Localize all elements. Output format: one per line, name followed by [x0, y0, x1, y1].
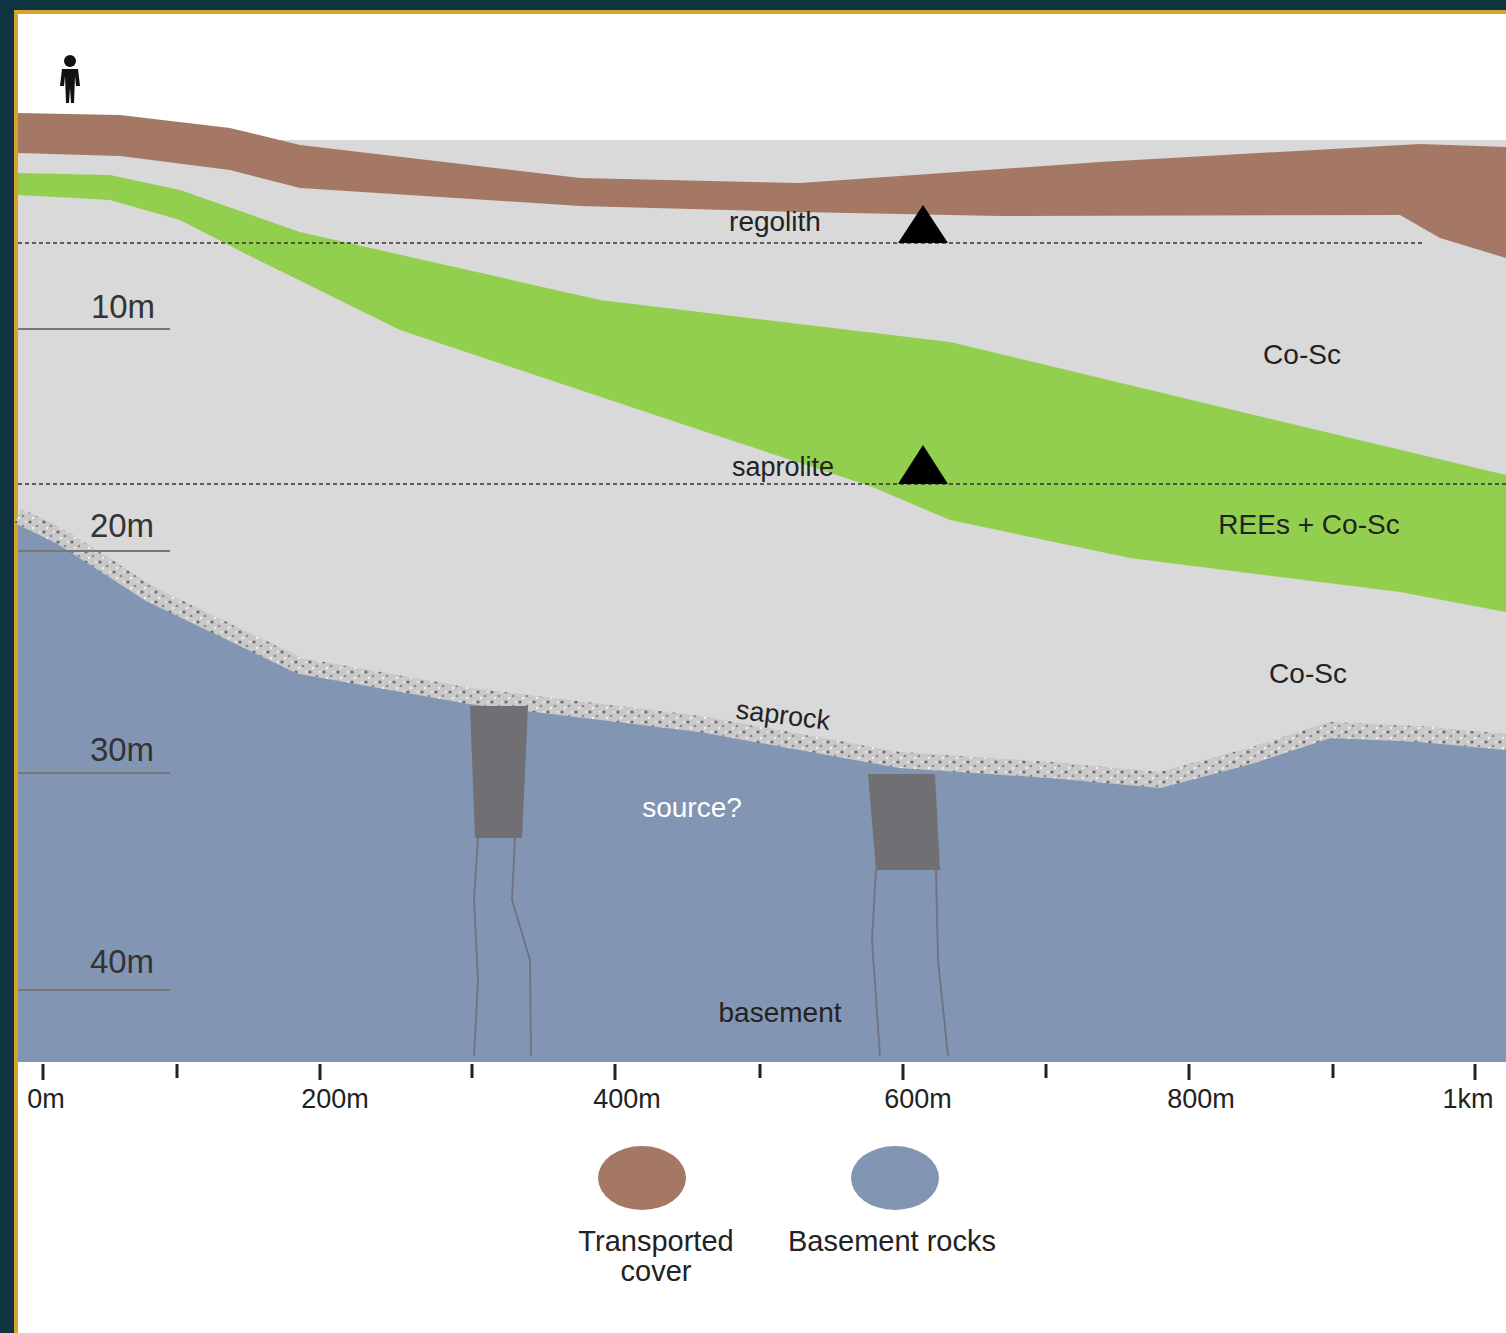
saprolite-ground — [18, 140, 1506, 1062]
zone-label: REEs + Co-Sc — [1218, 510, 1399, 541]
depth-tick — [18, 329, 170, 990]
ree-band — [18, 173, 1506, 612]
axis-label: 400m — [593, 1085, 661, 1115]
legend-swatch — [598, 1146, 686, 1210]
axis-tick — [43, 1064, 1475, 1080]
axis-label: 0m — [27, 1085, 65, 1115]
dyke — [470, 706, 528, 838]
layer-label: regolith — [729, 207, 821, 238]
legend-swatch — [851, 1146, 939, 1210]
level-line — [18, 242, 1425, 244]
saprock-strip — [18, 516, 1506, 780]
transported-cover — [18, 113, 1506, 258]
depth-label: 20m — [90, 508, 154, 544]
sample-marker — [898, 205, 948, 243]
axis-label: 200m — [301, 1085, 369, 1115]
depth-label: 10m — [91, 289, 155, 325]
dyke-outline — [474, 838, 948, 1056]
axis-label: 600m — [884, 1085, 952, 1115]
layer-label: saprolite — [732, 453, 834, 483]
source-label: source? — [642, 793, 742, 824]
dyke — [868, 774, 940, 870]
zone-label: Co-Sc — [1263, 340, 1341, 371]
basement-rocks — [18, 522, 1506, 1062]
layer-label: basement — [719, 998, 842, 1029]
sample-marker — [898, 445, 948, 484]
axis-label: 800m — [1167, 1085, 1235, 1115]
level-line — [18, 483, 1506, 485]
legend-text: Transported cover — [551, 1226, 761, 1287]
depth-label: 40m — [90, 944, 154, 980]
depth-label: 30m — [90, 732, 154, 768]
legend-text: Basement rocks — [787, 1226, 997, 1256]
zone-label: Co-Sc — [1269, 659, 1347, 690]
axis-label: 1km — [1442, 1085, 1493, 1115]
person-icon — [60, 55, 80, 103]
